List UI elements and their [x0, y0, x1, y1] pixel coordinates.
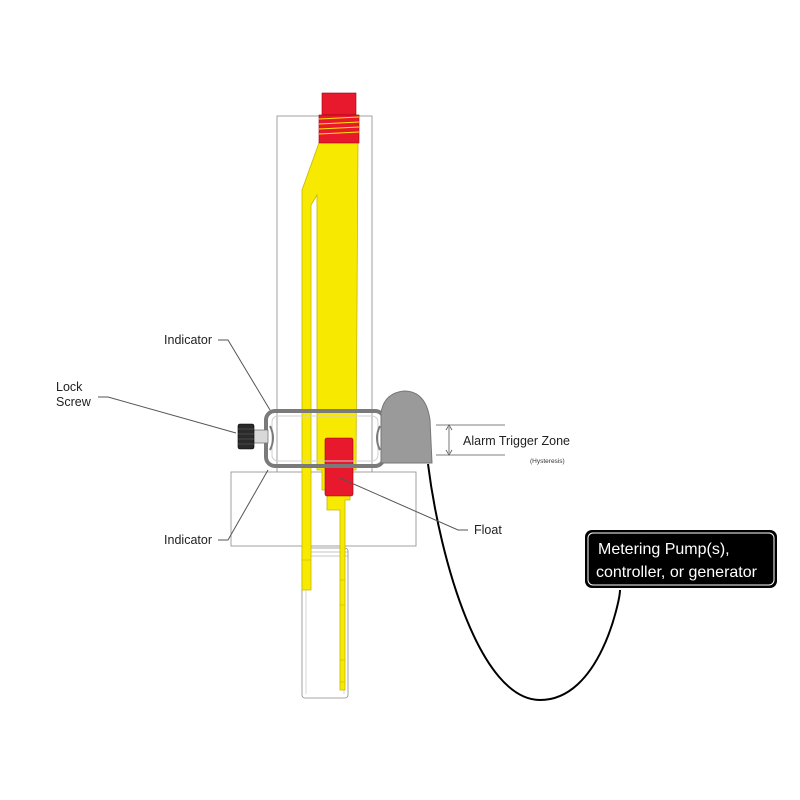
thread-lines	[318, 116, 360, 135]
output-device-box	[585, 530, 777, 588]
alarm-zone-arrow-up	[445, 424, 453, 431]
float-leader	[339, 477, 468, 531]
switch-housing	[380, 390, 433, 464]
output-device-line2: controller, or generator	[596, 564, 758, 581]
lock-screw-leader	[98, 396, 237, 434]
label-hysteresis: (Hysteresis)	[530, 458, 565, 465]
label-indicator-bottom: Indicator	[164, 533, 212, 547]
label-lock-screw-line1: Lock	[56, 380, 83, 394]
label-alarm-zone: Alarm Trigger Zone	[463, 434, 570, 448]
clamp-notch-right	[376, 425, 381, 451]
clamp-notch-left	[269, 425, 274, 451]
signal-cable	[427, 463, 621, 702]
label-indicator-top: Indicator	[164, 333, 212, 347]
lower-sight-tube	[301, 547, 349, 699]
top-fitting-cap	[321, 92, 357, 116]
label-lock-screw-line2: Screw	[56, 395, 92, 409]
lock-screw-knurl	[238, 428, 254, 445]
output-device-box-border	[587, 532, 775, 586]
label-float: Float	[474, 523, 502, 537]
output-device-line1: Metering Pump(s),	[598, 541, 730, 558]
lock-screw-shaft	[251, 429, 269, 444]
alarm-zone-arrow-down	[445, 449, 453, 456]
indicator-top-leader	[218, 339, 271, 411]
lock-screw-knob	[237, 423, 255, 450]
indicator-bottom-leader	[218, 469, 269, 541]
